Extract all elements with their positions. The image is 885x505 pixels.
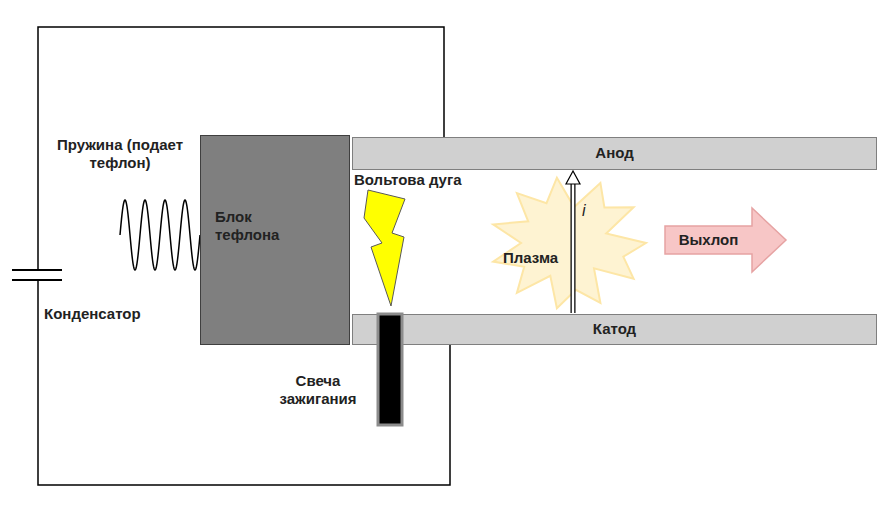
plasma-burst — [493, 178, 646, 309]
plasma-region: Плазма — [500, 248, 564, 271]
arc-bolt — [364, 190, 405, 306]
capacitor-plate — [12, 269, 62, 271]
anode-plate: Анод — [352, 137, 877, 170]
node-text: Катод — [353, 320, 876, 338]
spring-symbol — [120, 200, 200, 270]
exhaust-label-box: Выхлоп — [665, 226, 752, 254]
capacitor-label: Конденсатор — [44, 305, 174, 323]
capacitor-plate — [12, 279, 62, 281]
spark-plug-label: Свеча зажигания — [268, 372, 368, 408]
node-text: Анод — [353, 144, 876, 162]
current-label: i — [582, 202, 586, 220]
arrow-head — [566, 171, 580, 184]
arrow-shaft — [572, 183, 575, 313]
exhaust-arrow — [665, 208, 786, 272]
wire — [38, 27, 450, 485]
spark-plug — [378, 314, 402, 425]
arrow-outline — [571, 183, 576, 313]
capacitor-symbol — [12, 270, 62, 280]
teflon-block: Блок тефлона — [200, 135, 350, 345]
node-text: Плазма — [503, 249, 564, 267]
cathode-plate: Катод — [352, 314, 877, 345]
arc-label: Вольтова дуга — [354, 171, 484, 189]
node-text: Блок тефлона — [215, 208, 300, 244]
spring-label: Пружина (подает тефлон) — [42, 136, 198, 172]
node-text: Выхлоп — [665, 231, 752, 249]
current-arrow — [566, 171, 580, 313]
